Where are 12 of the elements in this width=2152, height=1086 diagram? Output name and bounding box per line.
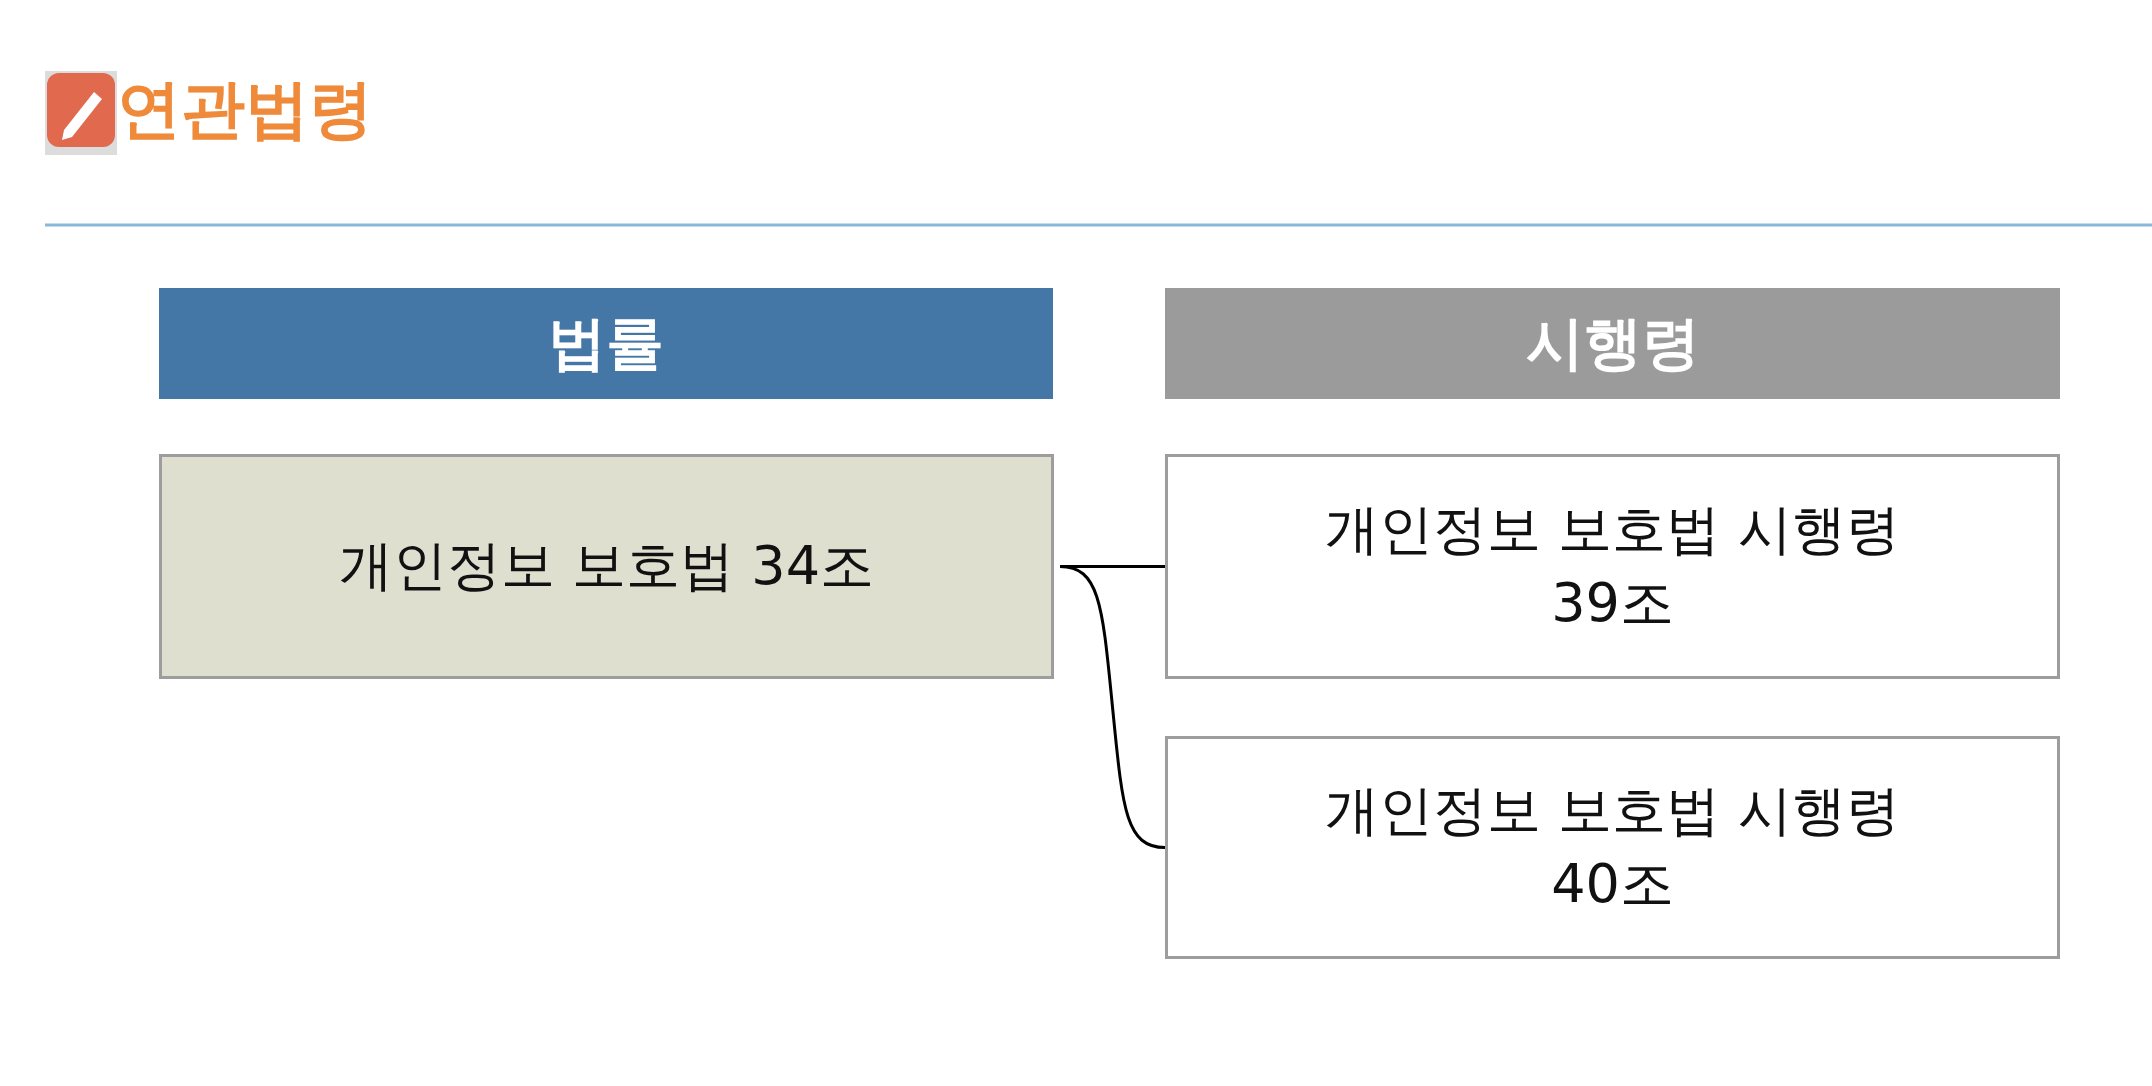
box-text: 시행령 (1525, 307, 1700, 379)
law-article-box (1165, 454, 2060, 679)
box-text: 법률 (548, 307, 664, 379)
law-article-box (159, 454, 1054, 679)
column-header (159, 288, 1053, 399)
column-header (1165, 288, 2060, 399)
law-article-box (1165, 736, 2060, 959)
box-text: 개인정보 보호법 시행령 39조 (1324, 496, 1901, 636)
connector-line (1059, 565, 1166, 849)
box-text: 개인정보 보호법 시행령 40조 (1324, 777, 1901, 917)
box-text: 개인정보 보호법 34조 (338, 533, 874, 600)
title: 연관법령 (117, 71, 373, 148)
